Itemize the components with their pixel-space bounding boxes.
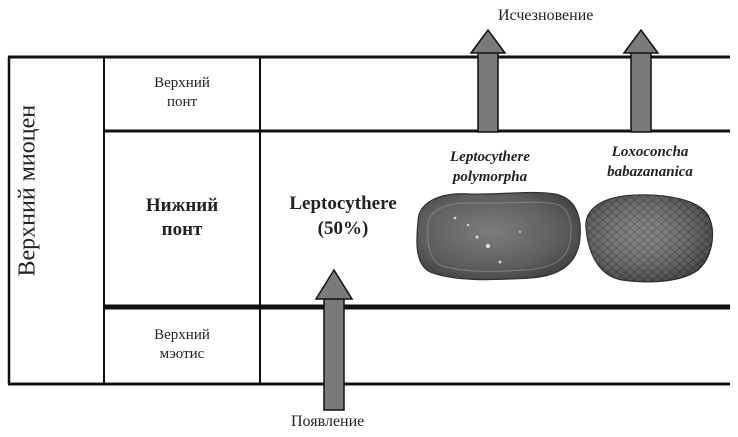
- appearance-arrow: [316, 270, 352, 410]
- disappearance-arrow-leptocythere: [471, 30, 505, 132]
- taxon-label-leptocythere: Leptocythere polymorpha: [425, 148, 555, 187]
- loxoconcha-shell-image: [586, 195, 713, 282]
- stage-upper-maeotis: Верхний мэотис: [107, 326, 257, 364]
- disappearance-label: Исчезновение: [498, 7, 593, 25]
- appearance-label: Появление: [291, 413, 364, 431]
- stage-lower-pont: Нижний понт: [107, 194, 257, 242]
- epoch-label: Верхний миоцен: [15, 157, 42, 277]
- disappearance-arrow-loxoconcha: [624, 30, 658, 132]
- stage-upper-pont: Верхний понт: [107, 74, 257, 112]
- leptocythere-shell-image: [417, 192, 580, 279]
- abundance-label: Leptocythere (50%): [268, 192, 418, 241]
- taxon-label-loxoconcha: Loxoconcha babazananica: [585, 143, 715, 182]
